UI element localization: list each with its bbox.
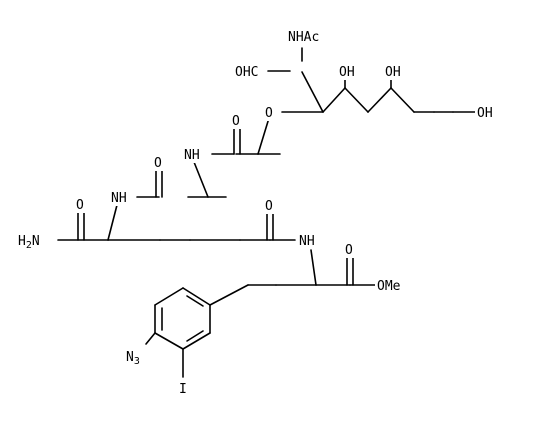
label-masks bbox=[17, 27, 499, 397]
label-nh-middle: NH bbox=[111, 191, 127, 206]
label-ome: OMe bbox=[377, 279, 401, 294]
label-o-gamma-amide: O bbox=[265, 199, 273, 214]
label-ohc: OHC bbox=[235, 65, 258, 80]
atom-labels: NHAc OHC OH OH OH O O NH O NH H2N O O NH… bbox=[18, 30, 493, 397]
label-o-ester: O bbox=[345, 243, 353, 258]
bond-lines bbox=[57, 47, 479, 378]
label-iodo: I bbox=[179, 382, 187, 397]
label-nh-lower: NH bbox=[299, 234, 315, 249]
label-o-ether: O bbox=[265, 106, 273, 121]
label-nh-upper: NH bbox=[184, 148, 200, 163]
label-o-middle-amide: O bbox=[154, 156, 162, 171]
label-o-primary-amide: O bbox=[76, 198, 84, 213]
label-o-upper-amide: O bbox=[232, 114, 240, 129]
label-oh-3: OH bbox=[477, 106, 493, 121]
label-oh-1: OH bbox=[339, 65, 355, 80]
label-h2n: H2N bbox=[18, 234, 40, 251]
label-oh-2: OH bbox=[385, 65, 401, 80]
label-nhac: NHAc bbox=[288, 30, 319, 45]
